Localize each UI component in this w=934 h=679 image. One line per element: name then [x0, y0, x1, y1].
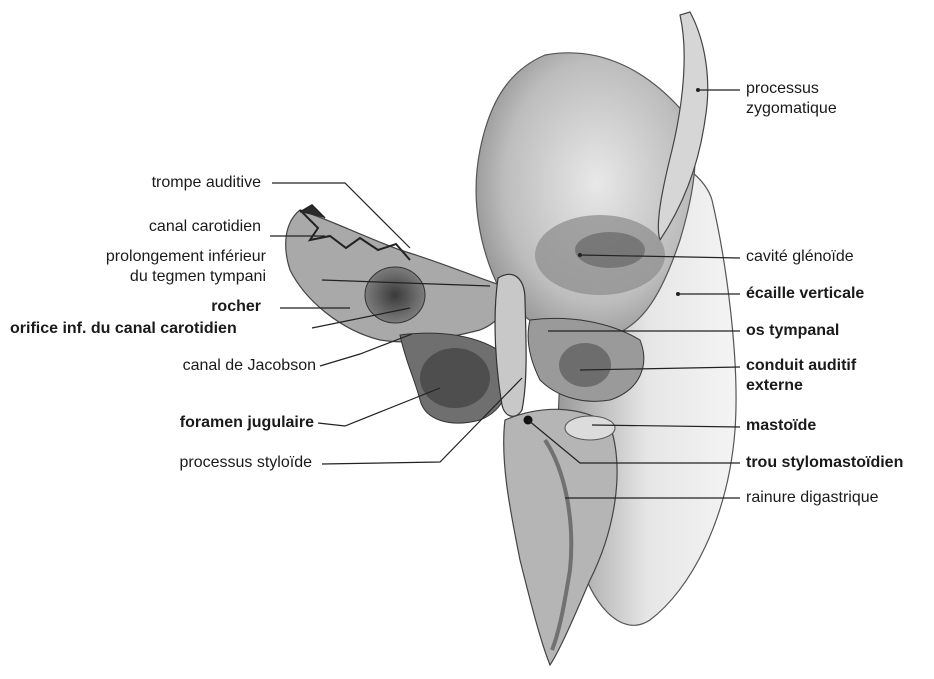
label-conduit-auditif-line1: conduit auditif: [746, 357, 856, 375]
label-os-tympanal: os tympanal: [746, 322, 839, 340]
label-canal-carotidien: canal carotidien: [149, 218, 261, 236]
label-trompe-auditive: trompe auditive: [152, 174, 261, 192]
label-zygomatique-line2: zygomatique: [746, 100, 837, 118]
label-canal-jacobson: canal de Jacobson: [183, 357, 316, 375]
label-ecaille-verticale: écaille verticale: [746, 285, 864, 303]
label-prolongement-line2: du tegmen tympani: [130, 268, 266, 286]
label-rocher: rocher: [211, 298, 261, 316]
label-zygomatique-line1: processus: [746, 80, 819, 98]
label-prolongement-line1: prolongement inférieur: [106, 248, 266, 266]
label-processus-styloide: processus styloïde: [179, 454, 312, 472]
label-trou-stylomastoidien: trou stylomastoïdien: [746, 454, 932, 472]
label-orifice-canal-carotidien: orifice inf. du canal carotidien: [10, 320, 237, 338]
label-rainure-digastrique: rainure digastrique: [746, 489, 932, 507]
label-conduit-auditif-line2: externe: [746, 377, 803, 395]
carotid-orifice-shape: [365, 267, 425, 323]
label-cavite-glenoide: cavité glénoïde: [746, 248, 854, 266]
label-mastoide: mastoïde: [746, 417, 816, 435]
label-foramen-jugulaire: foramen jugulaire: [180, 414, 314, 432]
